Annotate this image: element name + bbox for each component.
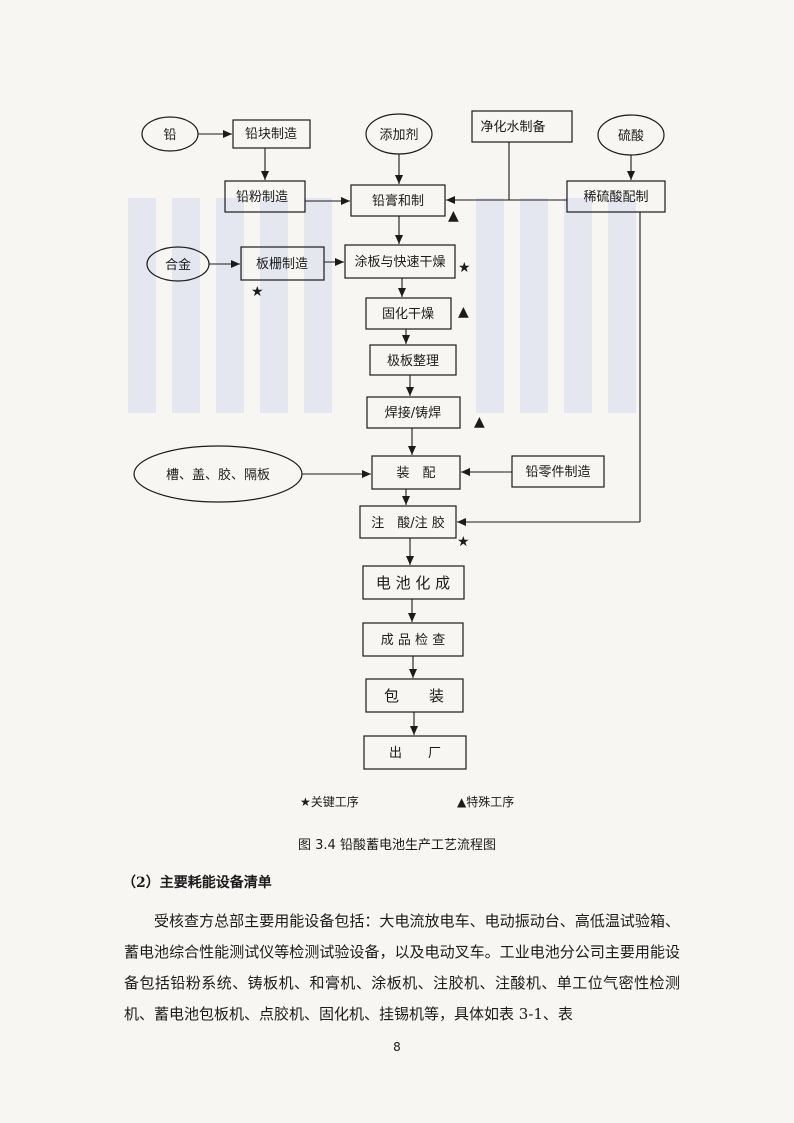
shipping-box — [363, 735, 467, 770]
formation-box — [362, 565, 465, 600]
acid-filling-box — [359, 505, 457, 539]
grid-making-label: 板栅制造 — [256, 257, 308, 272]
connectors — [198, 130, 641, 735]
assembly-label: 装 配 — [396, 466, 435, 481]
welding-label: 焊接/铸焊 — [385, 405, 441, 421]
curing-drying-box — [365, 297, 452, 330]
lead-label: 铅 — [163, 128, 176, 143]
lead-parts-label: 铅零件制造 — [525, 465, 590, 480]
lead-block-box — [232, 119, 311, 149]
pasting-drying-star-mark: ★ — [458, 260, 471, 276]
lead-block-label: 铅块制造 — [245, 127, 297, 142]
tank-parts-label: 槽、盖、胶、隔板 — [166, 467, 270, 483]
body-paragraph: 受核查方总部主要用能设备包括：大电流放电车、电动振动台、高低温试验箱、蓄电池综合… — [124, 912, 680, 1023]
process-flowchart: 铅 铅块制造 添加剂 净化水制备 硫酸 铅粉制造 铅膏和制 稀硫酸配制 合金 板… — [128, 110, 666, 770]
plate-sorting-label: 极板整理 — [387, 354, 439, 369]
pure-water-box — [471, 110, 573, 143]
curing-drying-triangle-mark: ▲ — [458, 304, 469, 320]
paste-mixing-triangle-mark: ▲ — [448, 208, 459, 224]
shipping-label: 出 厂 — [389, 746, 441, 761]
acid-filling-label: 注 酸/注 胶 — [371, 515, 445, 531]
lead-powder-label: 铅粉制造 — [236, 190, 288, 205]
welding-box — [366, 396, 461, 429]
grid-making-star-mark: ★ — [251, 284, 264, 300]
plate-sorting-box — [369, 344, 457, 376]
inspection-label: 成 品 检 查 — [381, 633, 445, 648]
assembly-box — [371, 455, 461, 490]
pasting-drying-label: 涂板与快速干燥 — [354, 254, 445, 270]
figure-caption: 图 3.4 铅酸蓄电池生产工艺流程图 — [298, 838, 496, 853]
additive-label: 添加剂 — [379, 128, 418, 143]
dilute-acid-box — [566, 180, 666, 213]
packaging-label: 包 装 — [384, 687, 444, 705]
dilute-acid-label: 稀硫酸配制 — [583, 190, 648, 205]
lead-powder-box — [224, 180, 306, 213]
sulfuric-acid-label: 硫酸 — [618, 129, 644, 144]
paste-mixing-box — [350, 184, 446, 217]
background-watermark — [128, 198, 636, 413]
section-title: （2）主要耗能设备清单 — [122, 875, 272, 891]
paste-mixing-label: 铅膏和制 — [372, 193, 424, 209]
page-number: 8 — [393, 1040, 401, 1054]
alloy-label: 合金 — [165, 257, 191, 273]
formation-label: 电 池 化 成 — [376, 574, 450, 592]
welding-triangle-mark: ▲ — [474, 414, 485, 430]
curing-drying-label: 固化干燥 — [382, 307, 434, 322]
legend-special-process: ▲特殊工序 — [457, 795, 515, 809]
pasting-drying-box — [344, 244, 456, 279]
grid-making-box — [240, 246, 325, 281]
legend-key-process: ★关键工序 — [300, 795, 359, 809]
acid-filling-star-mark: ★ — [457, 534, 470, 550]
pure-water-label: 净化水制备 — [480, 119, 545, 135]
